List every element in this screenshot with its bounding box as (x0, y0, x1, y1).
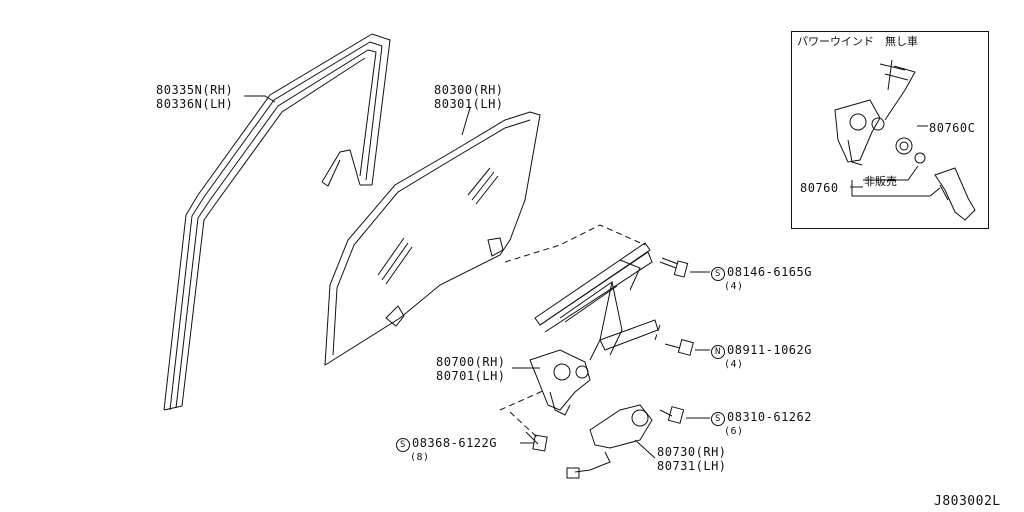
bolt-2-code: 08310-61262 (727, 410, 812, 424)
bolt-3-code: 08368-6122G (412, 436, 497, 450)
label-regulator-lh: 80701(LH) (436, 369, 506, 383)
leader-glass-run (244, 95, 276, 103)
regulator-assembly-drawing (529, 242, 659, 416)
label-door-glass-lh: 80301(LH) (434, 97, 504, 111)
label-handle-washer: 80760C (929, 121, 976, 135)
leader-door-glass (461, 107, 471, 136)
label-not-for-sale: 非販売 (864, 175, 897, 188)
glass-regulator-dashed-line (504, 224, 646, 263)
label-regulator-rh: 80700(RH) (436, 355, 506, 369)
nut-1-code: 08911-1062G (727, 343, 812, 357)
fastener-nut-1-drawing (664, 339, 694, 356)
bolt-1-marker: S (711, 267, 725, 281)
bolt-3-marker: S (396, 438, 410, 452)
label-bolt-2-qty: (6) (724, 426, 744, 437)
bolt-1-code: 08146-6165G (727, 265, 812, 279)
inset-title: パワーウインド 無し車 (797, 35, 918, 48)
fastener-bolt-1-drawing (659, 257, 689, 278)
label-door-glass-rh: 80300(RH) (434, 83, 504, 97)
door-glass-drawing (324, 111, 541, 366)
label-motor-lh: 80731(LH) (657, 459, 727, 473)
label-motor-rh: 80730(RH) (657, 445, 727, 459)
label-glass-run-rh: 80335N(RH) (156, 83, 234, 97)
regulator-bolt-dashed-line (499, 389, 546, 411)
inset-frame: パワーウインド 無し車 80760C 非販売 80760 (791, 31, 989, 229)
diagram-code: J803002L (934, 494, 1001, 509)
window-motor-drawing (566, 404, 653, 479)
bolt-2-marker: S (711, 412, 725, 426)
glass-run-channel-drawing (163, 33, 391, 411)
fastener-bolt-3-drawing (525, 431, 548, 452)
label-bolt-3-qty: (8) (410, 452, 430, 463)
label-handle: 80760 (800, 181, 839, 195)
inset-crank-drawing (834, 59, 976, 221)
fastener-bolt-2-drawing (659, 406, 685, 424)
label-glass-run-lh: 80336N(LH) (156, 97, 234, 111)
nut-1-marker: N (711, 345, 725, 359)
label-nut-1-qty: (4) (724, 359, 744, 370)
label-bolt-1-qty: (4) (724, 281, 744, 292)
leader-motor (634, 439, 656, 459)
